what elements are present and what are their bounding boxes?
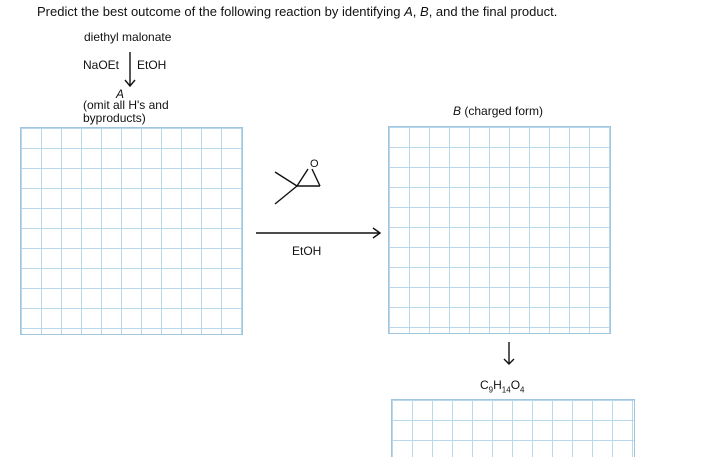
epoxide-oxygen-label: O: [310, 158, 319, 170]
epoxide-structure: [274, 168, 321, 205]
variable-b: B: [420, 4, 429, 19]
omit-note-line2: byproducts): [83, 111, 146, 125]
step2-solvent-label: EtOH: [292, 244, 322, 258]
product-formula: C9H14O4: [480, 378, 525, 395]
question-prompt: Predict the best outcome of the followin…: [37, 4, 558, 19]
down-arrow-icon: [124, 52, 136, 88]
drawing-area-product[interactable]: [391, 399, 635, 457]
intermediate-a-label: A: [116, 87, 125, 101]
variable-a: A: [404, 4, 413, 19]
omit-note-line1: (omit all H's and: [83, 98, 169, 112]
solvent-label: EtOH: [137, 58, 167, 72]
right-arrow-icon: [256, 227, 382, 239]
drawing-area-b[interactable]: [388, 126, 611, 334]
base-label: NaOEt: [83, 58, 120, 72]
intermediate-b-label: B (charged form): [453, 104, 544, 118]
starting-material-label: diethyl malonate: [84, 30, 172, 44]
down-arrow-icon: [503, 342, 515, 365]
drawing-area-a[interactable]: [20, 127, 243, 335]
